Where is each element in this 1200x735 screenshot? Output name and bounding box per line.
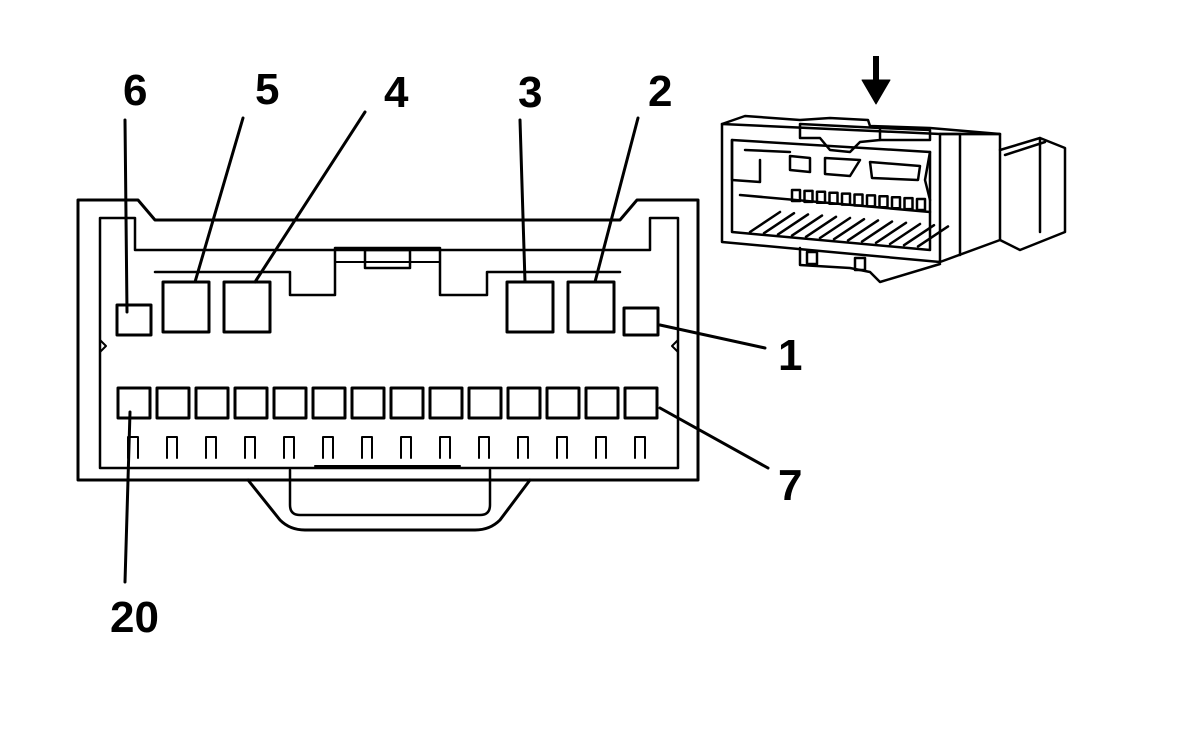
terminal-tab — [166, 436, 178, 459]
terminal-tab — [595, 436, 607, 459]
housing-outline — [76, 198, 700, 482]
leader-3 — [518, 118, 527, 284]
label-pin-7: 7 — [778, 461, 802, 510]
terminal-tab — [205, 436, 217, 459]
leader-20 — [123, 410, 132, 584]
label-pin-2: 2 — [648, 67, 672, 116]
lower-cavity — [506, 386, 542, 420]
iso-contact-blade — [874, 221, 908, 245]
lower-cavity — [116, 386, 152, 420]
terminal-tab — [361, 436, 373, 459]
lower-cavity — [155, 386, 191, 420]
terminal-tab — [556, 436, 568, 459]
lower-cavity — [545, 386, 581, 420]
terminal-tab — [244, 436, 256, 459]
label-pin-5: 5 — [255, 65, 279, 114]
lower-cavity — [389, 386, 425, 420]
iso-pin — [853, 193, 864, 207]
key-detail — [363, 248, 412, 270]
leader-4 — [253, 110, 367, 284]
leader-6 — [123, 118, 129, 314]
label-pin-1: 1 — [778, 331, 802, 380]
arrow-down-icon — [861, 56, 891, 105]
cavity-1 — [622, 306, 660, 337]
cavity-6 — [115, 303, 153, 337]
lower-cavity-row — [116, 386, 659, 420]
pin-labels: 6 5 4 3 2 1 7 20 — [110, 65, 802, 642]
lower-cavity — [194, 386, 230, 420]
iso-contact-blade — [748, 210, 782, 234]
lower-cavity — [311, 386, 347, 420]
housing-inner-opening — [98, 216, 680, 470]
label-pin-3: 3 — [518, 68, 542, 117]
terminal-tab — [478, 436, 490, 459]
label-pin-6: 6 — [123, 66, 147, 115]
terminal-tab — [283, 436, 295, 459]
iso-pin — [840, 192, 852, 206]
locking-latch — [246, 478, 532, 532]
lower-cavity — [584, 386, 620, 420]
iso-contact-blade — [916, 225, 950, 248]
terminal-tab — [517, 436, 529, 459]
iso-contact-blade — [846, 219, 880, 242]
iso-contact-blade — [776, 213, 810, 236]
iso-pin — [915, 197, 927, 212]
lower-cavity — [623, 386, 659, 420]
lower-cavity — [233, 386, 269, 420]
lower-cavity — [467, 386, 503, 420]
iso-contact-blade — [860, 220, 894, 243]
connector-front-view — [76, 198, 700, 532]
leader-1 — [658, 323, 767, 350]
terminal-tab — [439, 436, 451, 459]
terminal-tab — [322, 436, 334, 459]
iso-contact-blade — [762, 211, 796, 235]
iso-contact-blade — [832, 217, 866, 241]
connector-isometric-view — [720, 114, 1067, 284]
iso-pin — [865, 194, 877, 208]
lower-cavity — [428, 386, 464, 420]
cavity-3 — [505, 280, 555, 334]
lower-cavity — [350, 386, 386, 420]
key-cutout — [153, 246, 622, 297]
leader-2 — [593, 116, 640, 284]
label-pin-4: 4 — [384, 68, 409, 117]
cavity-4 — [222, 280, 272, 334]
iso-contact-blade — [902, 223, 936, 247]
iso-contact-blade — [818, 216, 852, 240]
iso-pin — [878, 195, 889, 209]
iso-contact-blade — [888, 222, 922, 246]
leader-5 — [193, 116, 245, 284]
lower-cavity — [272, 386, 308, 420]
terminal-tab-row — [127, 436, 646, 459]
label-pin-20: 20 — [110, 593, 159, 642]
cavity-5 — [161, 280, 211, 334]
iso-pin — [890, 195, 902, 210]
terminal-tab — [400, 436, 412, 459]
leader-7 — [658, 406, 770, 470]
terminal-tab — [634, 436, 646, 459]
cavity-2 — [566, 280, 616, 334]
iso-pin — [903, 196, 914, 211]
iso-contact-blade — [804, 215, 838, 239]
iso-contact-blade — [790, 214, 824, 237]
leader-lines — [123, 110, 770, 584]
